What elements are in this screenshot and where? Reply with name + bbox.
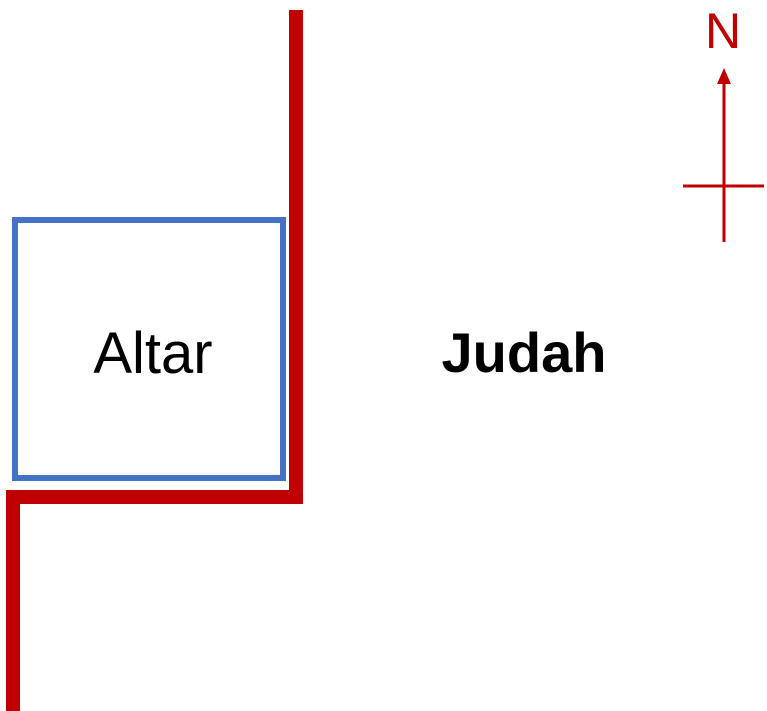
altar-inner-border xyxy=(18,223,280,475)
compass-arrowhead xyxy=(717,68,731,84)
north-label: N xyxy=(705,3,741,59)
altar: Altar xyxy=(12,217,286,481)
region-label: Judah xyxy=(442,321,607,384)
north-arrow-icon: N xyxy=(683,3,764,242)
altar-label: Altar xyxy=(93,321,212,386)
boundary-line xyxy=(6,10,303,711)
altar-outer-border xyxy=(12,217,286,481)
